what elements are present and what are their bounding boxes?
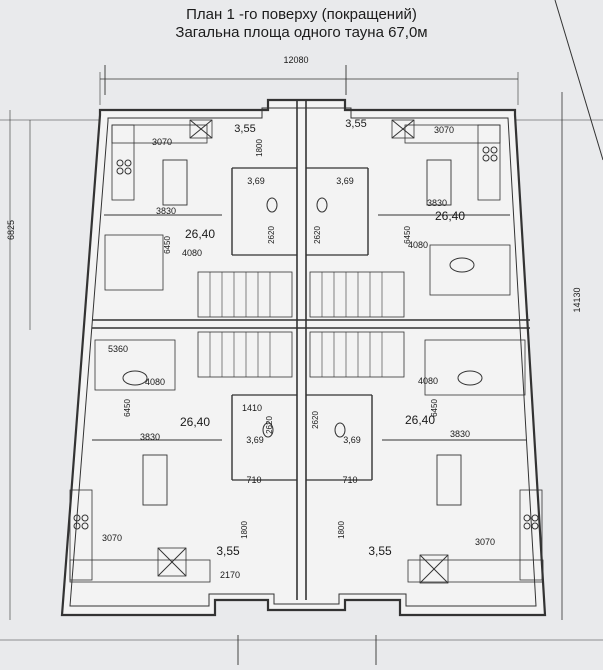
tr-bath-height: 2620 [313,226,322,244]
bl-kitchen-dim: 3070 [102,533,122,543]
tr-living-height: 6450 [403,226,412,244]
bl-vest-dim: 710 [246,475,261,485]
bl-toilet-area: 3,55 [216,544,240,558]
bl-top-dim: 5360 [108,344,128,354]
br-bath-height: 2620 [311,411,320,429]
tl-toilet-area: 3,55 [234,123,255,135]
br-toilet-height: 1800 [337,521,346,539]
tr-bath-area: 3,69 [336,176,354,186]
tl-bath-height: 2620 [267,226,276,244]
bl-bath-height: 2620 [265,416,274,434]
br-living-height: 6450 [430,399,439,417]
overall-height-label: 14130 [572,287,582,312]
tl-living-width: 4080 [182,248,202,258]
bl-bath-width: 1410 [242,403,262,413]
br-kitchen-dim: 3070 [475,537,495,547]
tr-toilet-area: 3,55 [345,118,366,130]
br-vest-dim: 710 [342,475,357,485]
br-toilet-area: 3,55 [368,544,392,558]
bl-living-width: 4080 [145,377,165,387]
tr-living-area: 26,40 [435,209,465,223]
bl-bottom-dim: 2170 [220,570,240,580]
br-living-area: 26,40 [405,413,435,427]
tr-living-width: 4080 [408,240,428,250]
plan-title: План 1 -го поверху (покращений) [186,6,417,23]
tl-wc-height: 1800 [255,139,264,157]
left-dim-label: 6825 [6,220,16,240]
bl-living-height: 6450 [123,399,132,417]
tr-kitchen-dim: 3070 [434,125,454,135]
tl-kitchen-dim: 3070 [152,137,172,147]
br-bath-area: 3,69 [343,435,361,445]
br-dining-dim: 3830 [450,429,470,439]
overall-width-label: 12080 [283,55,308,65]
tl-dining-dim: 3830 [156,206,176,216]
tl-living-area: 26,40 [185,227,215,241]
bl-bath-area: 3,69 [246,435,264,445]
tl-living-height: 6450 [163,236,172,254]
bl-dining-dim: 3830 [140,432,160,442]
br-living-width: 4080 [418,376,438,386]
bl-living-area: 26,40 [180,415,210,429]
plan-subtitle: Загальна площа одного тауна 67,0м [175,24,428,41]
tr-dining-dim: 3830 [427,198,447,208]
tl-bath-area: 3,69 [247,176,265,186]
bl-toilet-height: 1800 [240,521,249,539]
